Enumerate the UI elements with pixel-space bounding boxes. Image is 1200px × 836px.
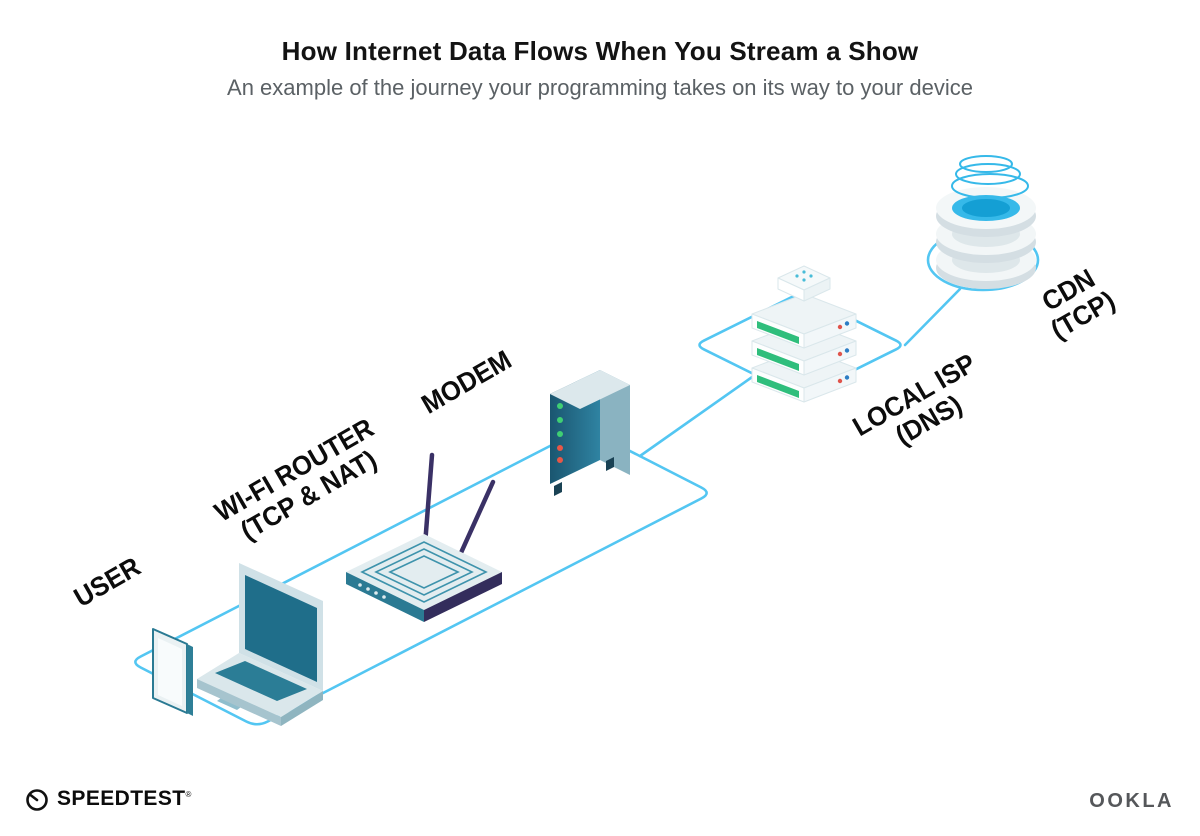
speedtest-wordmark: SPEEDTEST® — [57, 787, 192, 811]
page-title: How Internet Data Flows When You Stream … — [281, 36, 919, 66]
server-panel-icon — [777, 265, 831, 302]
registered-trademark: ® — [185, 790, 192, 799]
modem-to-isp-connector — [638, 373, 757, 458]
phone-icon — [152, 628, 193, 716]
speedtest-wordmark-text: SPEEDTEST — [57, 787, 186, 810]
isp-server-illustration — [751, 265, 857, 403]
ookla-logo: OOKLA — [1089, 790, 1174, 812]
modem-illustration — [550, 370, 630, 496]
isp-to-cdn-connector — [903, 287, 962, 347]
speedtest-logo: SPEEDTEST® — [24, 786, 192, 812]
header: How Internet Data Flows When You Stream … — [0, 36, 1200, 101]
speedtest-gauge-icon — [26, 789, 48, 811]
server-rack-icon — [751, 265, 857, 403]
page-subtitle: An example of the journey your programmi… — [227, 75, 973, 100]
cdn-illustration — [936, 155, 1036, 289]
modem-tower-icon — [550, 370, 630, 496]
router-illustration — [346, 452, 502, 622]
user-devices-illustration — [152, 563, 323, 726]
database-stack-icon — [936, 155, 1036, 289]
router-antennas-icon — [422, 452, 496, 558]
signal-rings-icon — [951, 155, 1029, 199]
laptop-icon — [197, 563, 323, 726]
router-icon — [346, 534, 502, 622]
